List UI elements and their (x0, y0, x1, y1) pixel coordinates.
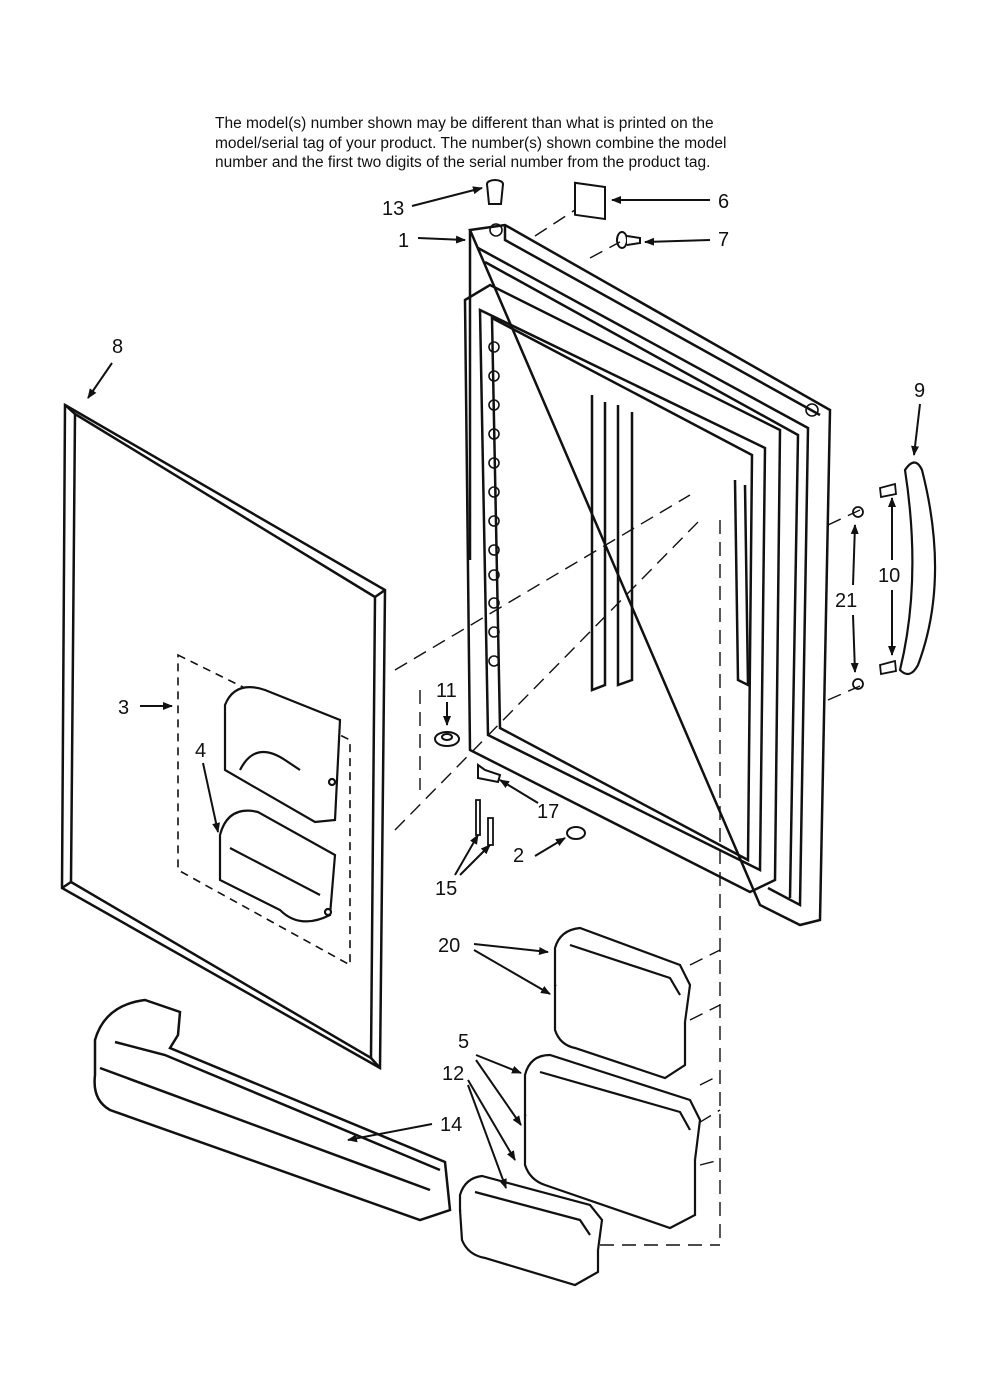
callout-5: 5 (458, 1031, 469, 1053)
callout-2: 2 (513, 845, 524, 867)
callout-arrows (87, 186, 921, 1189)
note-line-1: The model(s) number shown may be differe… (215, 115, 714, 132)
callout-13: 13 (382, 198, 404, 220)
callout-20: 20 (438, 935, 460, 957)
callout-9: 9 (914, 380, 925, 402)
callout-14: 14 (440, 1114, 462, 1136)
door-stop (566, 826, 586, 840)
note-line-2: model/serial tag of your product. The nu… (215, 134, 727, 152)
callout-12: 12 (442, 1063, 464, 1085)
dispenser-tray (218, 809, 337, 923)
door-bracket (477, 763, 502, 784)
callout-3: 3 (118, 697, 129, 719)
callout-7: 7 (718, 229, 729, 251)
serial-label (574, 181, 606, 221)
callout-labels: 1 13 6 7 8 9 3 4 11 17 2 15 20 5 12 14 1… (112, 191, 925, 1136)
callout-4: 4 (195, 740, 206, 762)
door-shelf-upper (553, 926, 692, 1080)
hinge-cap (486, 179, 504, 205)
callout-8: 8 (112, 336, 123, 358)
handle-screws (852, 482, 897, 690)
note-line-3: number and the first two digits of the s… (215, 154, 711, 171)
dispenser-housing (223, 686, 342, 824)
model-number-note: The model(s) number shown may be differe… (215, 114, 815, 173)
outer-door-panel (60, 402, 387, 1071)
small-door-bin (458, 1174, 604, 1287)
door-handle (898, 461, 937, 676)
callout-11: 11 (436, 680, 457, 702)
callout-15: 15 (435, 878, 457, 900)
callout-17: 17 (537, 801, 559, 823)
callout-10: 10 (878, 565, 900, 587)
dispenser-gasket (434, 731, 460, 747)
door-frame (463, 223, 832, 927)
mounting-screw (616, 231, 641, 249)
bracket-screws (475, 799, 494, 846)
door-shelf-lower (523, 1053, 702, 1230)
callout-1: 1 (398, 230, 409, 252)
door-frame-clips (488, 223, 819, 667)
bottom-door-bin (93, 998, 452, 1222)
callout-6: 6 (718, 191, 729, 213)
callout-21: 21 (835, 590, 857, 612)
